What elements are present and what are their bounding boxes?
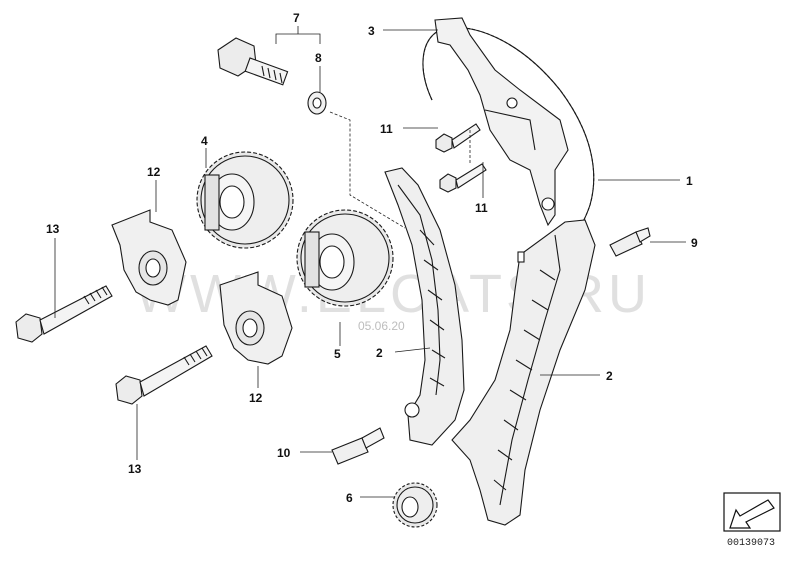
guide-rail[interactable]	[451, 219, 596, 526]
long-bolt-upper[interactable]	[15, 285, 113, 343]
callout-10: 10	[277, 446, 291, 460]
callout-9: 9	[691, 236, 698, 250]
callout-12-upper: 12	[147, 165, 161, 179]
small-sprocket-part-6[interactable]	[392, 482, 438, 528]
callout-13-lower: 13	[128, 462, 142, 476]
bolt-part-11-lower[interactable]	[439, 163, 487, 193]
bolt-part-11-upper[interactable]	[435, 123, 481, 153]
impulse-wheel-upper[interactable]	[111, 209, 187, 306]
leader-lines	[54, 26, 686, 498]
pin-part-9[interactable]	[609, 227, 651, 257]
callout-5: 5	[334, 347, 341, 361]
callout-3: 3	[368, 24, 375, 38]
sprocket-part-5[interactable]	[296, 209, 394, 307]
callout-6: 6	[346, 491, 353, 505]
washer-part-8[interactable]	[307, 91, 327, 115]
arrow-down-left-icon[interactable]	[723, 492, 781, 532]
callout-8: 8	[315, 51, 322, 65]
timing-chain[interactable]	[422, 26, 595, 251]
callout-11-upper: 11	[380, 122, 393, 136]
callout-11-lower: 11	[475, 201, 488, 215]
pin-part-10[interactable]	[331, 427, 385, 465]
callouts: 1 2 2 3 4 5 6 7 8 9 10 11 11 12 12 13 13	[46, 11, 698, 505]
upper-chain-guide[interactable]	[434, 17, 569, 227]
watermark-date: 05.06.20	[358, 319, 405, 333]
drawing-number: 00139073	[727, 538, 775, 549]
tensioner-rail[interactable]	[384, 167, 465, 446]
callout-2-right: 2	[606, 369, 613, 383]
callout-13-upper: 13	[46, 222, 60, 236]
bolt-part-7[interactable]	[217, 37, 289, 86]
callout-4: 4	[201, 134, 208, 148]
callout-2-left: 2	[376, 346, 383, 360]
callout-1: 1	[686, 174, 693, 188]
long-bolt-lower[interactable]	[115, 345, 213, 405]
sprocket-part-4[interactable]	[196, 151, 294, 249]
impulse-wheel-lower[interactable]	[219, 271, 293, 365]
callout-12-lower: 12	[249, 391, 263, 405]
callout-7: 7	[293, 11, 300, 25]
